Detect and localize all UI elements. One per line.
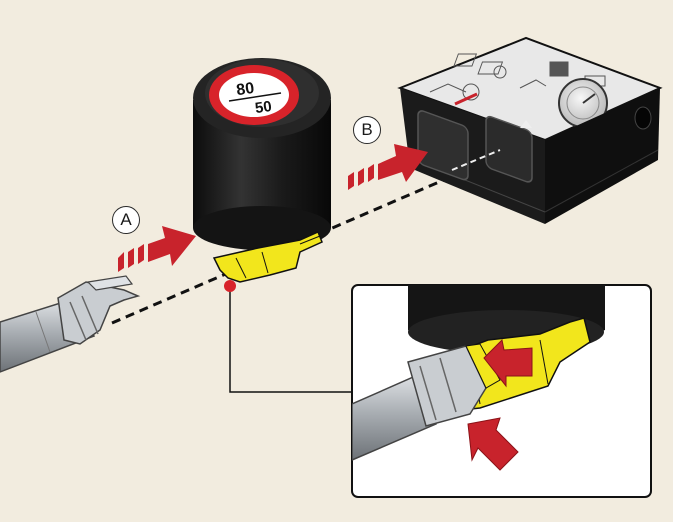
detail-point-marker bbox=[224, 280, 236, 292]
speed-value-80: 80 bbox=[235, 80, 255, 99]
connection-detail-inset bbox=[351, 284, 652, 498]
air-compressor bbox=[397, 36, 663, 224]
red-arrow-icon bbox=[118, 226, 196, 272]
yellow-connector bbox=[212, 230, 323, 283]
callout-b-icon: B bbox=[353, 116, 381, 144]
callout-a-icon: A bbox=[112, 206, 140, 234]
speed-value-50: 50 bbox=[254, 98, 273, 117]
detail-leader-line bbox=[224, 280, 352, 393]
alignment-guide-line bbox=[111, 155, 498, 325]
red-arrow-icon bbox=[348, 144, 428, 190]
red-arrow-icon bbox=[483, 338, 533, 388]
red-arrow-icon bbox=[467, 417, 519, 471]
compressor-connector-port bbox=[417, 110, 533, 183]
speed-limit-label: 80 50 bbox=[209, 65, 299, 125]
tire-hose bbox=[0, 275, 141, 373]
sealant-bottle: 80 50 bbox=[193, 58, 331, 250]
